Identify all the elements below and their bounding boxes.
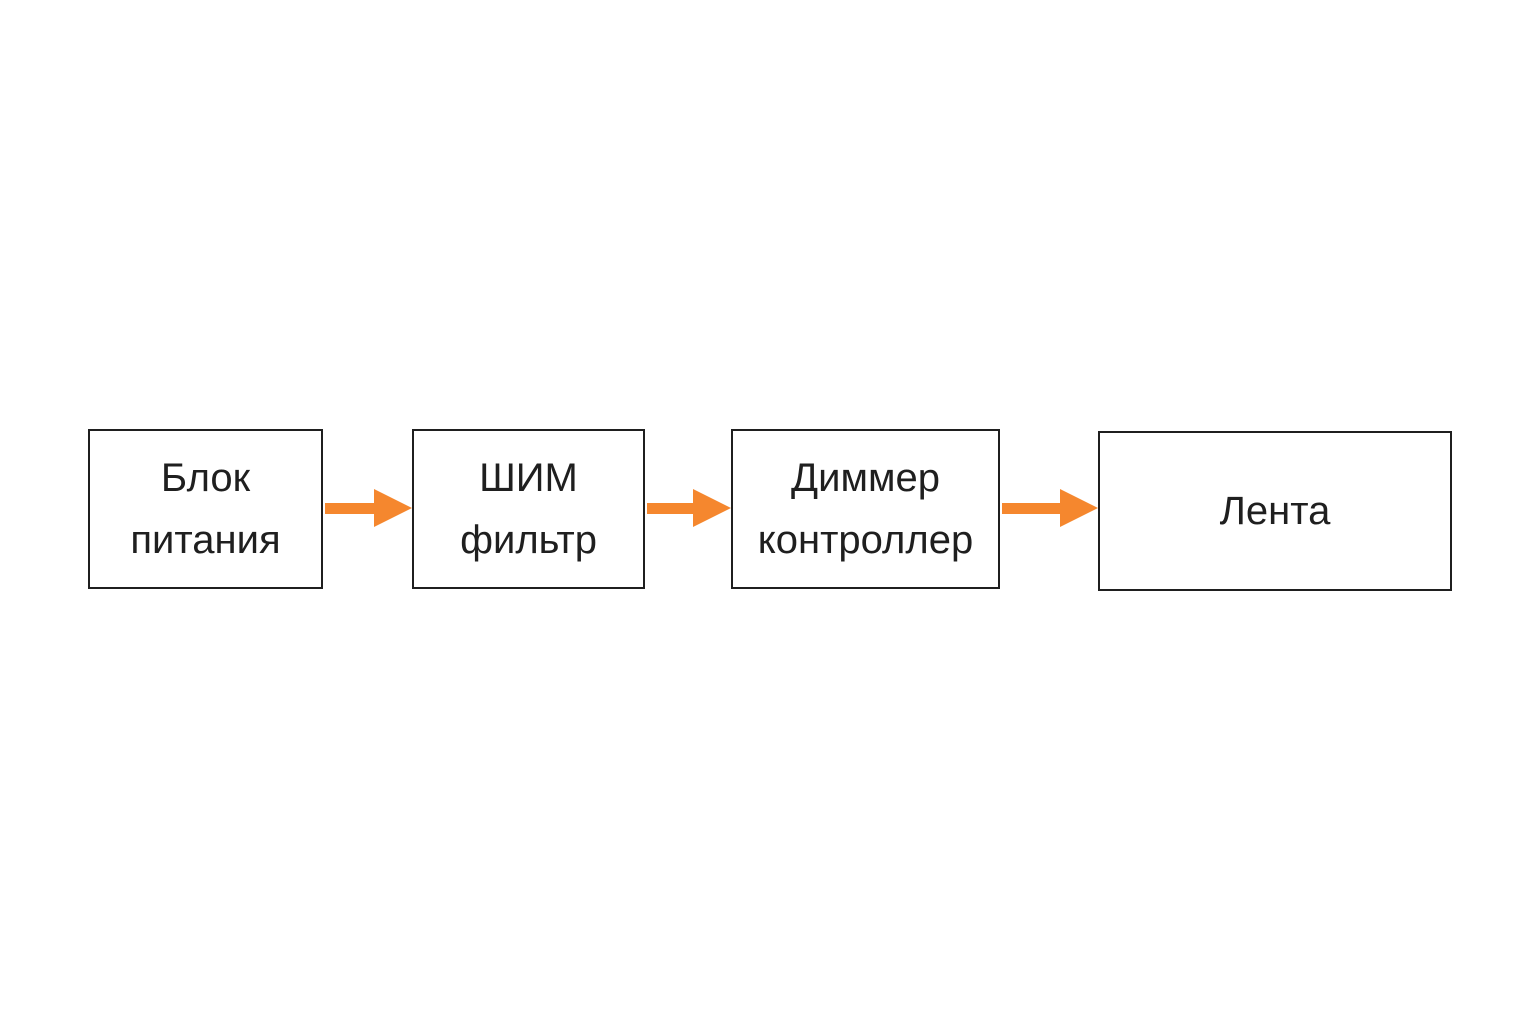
node-pwm-filter: ШИМ фильтр	[412, 429, 645, 589]
node-power-supply: Блок питания	[88, 429, 323, 589]
node-led-strip: Лента	[1098, 431, 1452, 591]
node-dimmer-controller: Диммер контроллер	[731, 429, 1000, 589]
flow-arrow-3	[1002, 489, 1098, 527]
arrow-shaft	[647, 502, 693, 514]
arrow-head-icon	[374, 489, 412, 527]
arrow-shaft	[325, 502, 374, 514]
flow-arrow-1	[325, 489, 412, 527]
arrow-head-icon	[693, 489, 731, 527]
arrow-shaft	[1002, 502, 1060, 514]
arrow-head-icon	[1060, 489, 1098, 527]
flow-arrow-2	[647, 489, 731, 527]
